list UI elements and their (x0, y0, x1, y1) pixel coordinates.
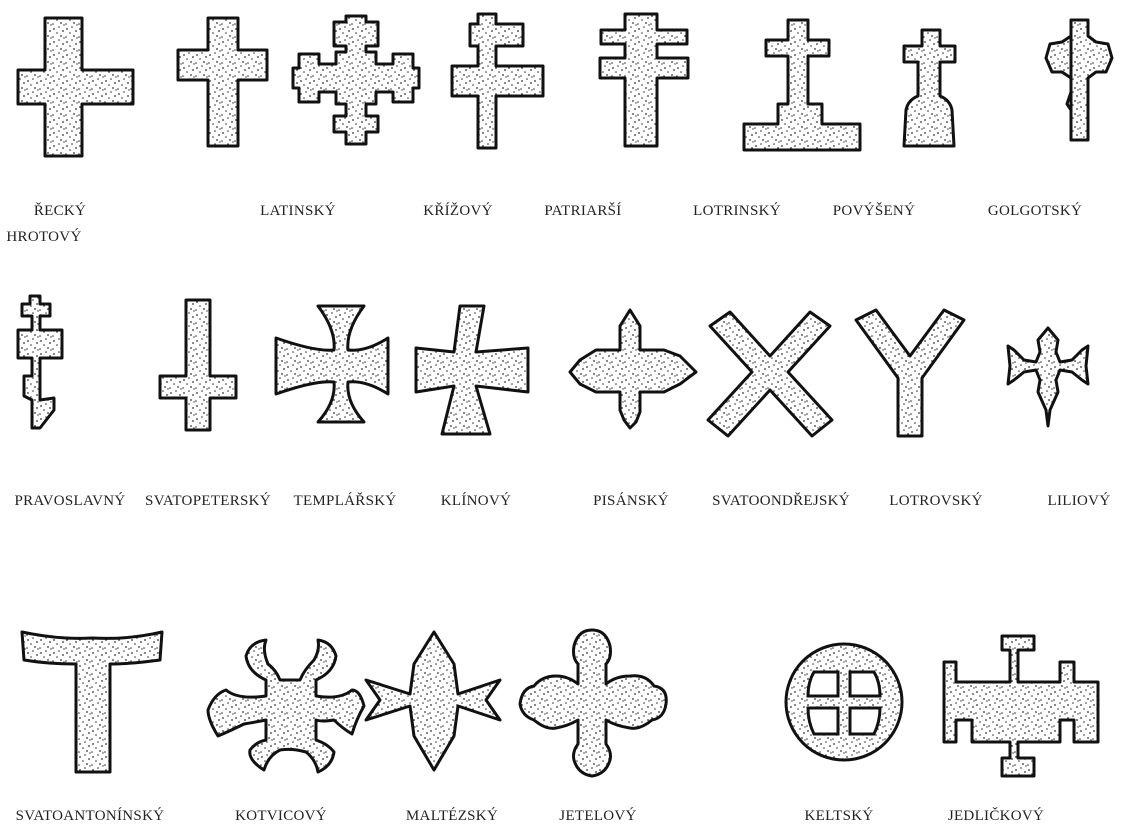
lorraine-cross (600, 14, 688, 146)
cross-label-pisansky: PISÁNSKÝ (593, 493, 669, 510)
patriarchal-cross (452, 14, 543, 148)
cross-label-lotrinsky: LOTRINSKÝ (693, 203, 781, 220)
jedlicka-cross (944, 636, 1098, 776)
cross-label-klinovy: KLÍNOVÝ (441, 493, 511, 510)
latin-cross (178, 18, 267, 146)
cross-label-svatopetersky: SVATOPETERSKÝ (145, 493, 271, 510)
cross-label-jetelovy: JETELOVÝ (559, 808, 636, 825)
cross-label-jedlickovy: JEDLIČKOVÝ (948, 808, 1044, 825)
pointed-cross (1046, 20, 1112, 140)
thief-cross (856, 310, 964, 436)
cross-label-golgotsky: GOLGOTSKÝ (988, 203, 1082, 220)
crosslet-cross (293, 16, 419, 144)
st-peter-cross (160, 300, 236, 430)
cross-label-hrotovy: HROTOVÝ (6, 229, 81, 246)
clover-cross (520, 630, 666, 776)
greek-cross (18, 18, 133, 156)
celtic-cross (786, 644, 902, 760)
tau-cross (22, 632, 162, 772)
cross-label-kotvicovy: KOTVICOVÝ (235, 808, 327, 825)
fleur-de-lis-cross (1008, 328, 1088, 426)
cross-label-latinsky: LATINSKÝ (260, 203, 336, 220)
cross-label-patriarsi: PATRIARŠÍ (544, 203, 621, 220)
maltese-cross (366, 632, 500, 770)
cross-label-templarsky: TEMPLÁŘSKÝ (293, 493, 396, 510)
cross-label-krizovy: KŘÍŽOVÝ (423, 203, 493, 220)
cross-label-liliovy: LILIOVÝ (1048, 493, 1111, 510)
templar-cross (276, 306, 388, 422)
anchor-cross (208, 640, 364, 772)
cross-label-maltezsky: MALTÉZSKÝ (406, 808, 498, 825)
cross-label-svatoondrejsky: SVATOONDŘEJSKÝ (712, 493, 850, 510)
cross-label-keltsky: KELTSKÝ (804, 808, 873, 825)
cross-label-lotrovsky: LOTROVSKÝ (889, 493, 983, 510)
cross-label-pravoslavny: PRAVOSLAVNÝ (14, 493, 125, 510)
elevated-cross (744, 20, 860, 150)
cross-label-recky: ŘECKÝ (34, 203, 86, 220)
wedge-cross (416, 306, 528, 434)
pisan-cross (570, 310, 696, 428)
golgotha-cross (904, 30, 955, 146)
saint-andrew-cross (708, 312, 832, 436)
orthodox-cross (18, 296, 62, 428)
cross-label-povyseny: POVÝŠENÝ (833, 203, 915, 220)
cross-label-svatoantoninsky: SVATOANTONÍNSKÝ (16, 808, 165, 825)
